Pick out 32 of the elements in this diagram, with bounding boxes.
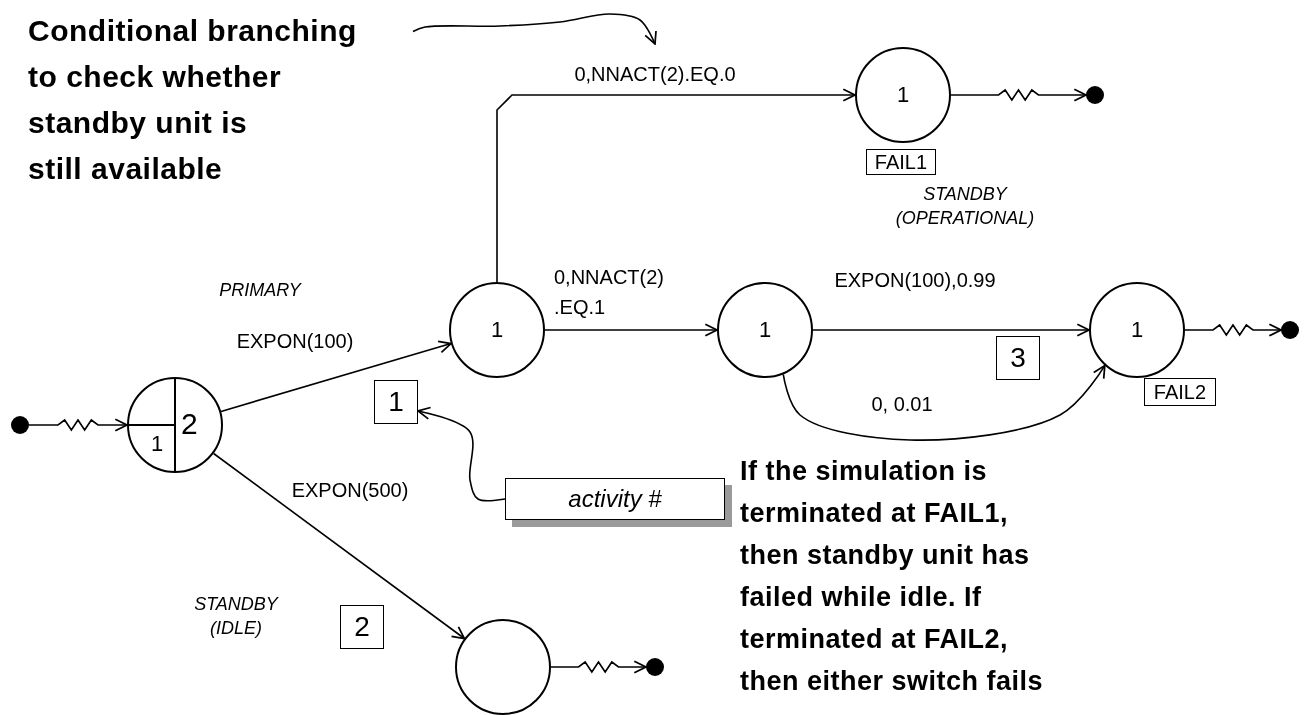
arrow: [550, 660, 647, 674]
arrow: [220, 340, 452, 413]
role-label: STANDBY (OPERATIONAL): [894, 183, 1036, 230]
node-circle: 1: [449, 282, 545, 378]
annotation-note: Conditional branching to check whether standby unit is still available: [28, 8, 413, 200]
leader-arrow: [412, 13, 657, 45]
role-label: PRIMARY: [218, 279, 303, 302]
arrow: [1184, 323, 1282, 337]
node-circle: 1: [1089, 282, 1185, 378]
arrow: [28, 418, 128, 432]
node-circle: 1: [717, 282, 813, 378]
arrow: [782, 364, 1106, 441]
arrow: [496, 88, 856, 283]
edge-label: 0,NNACT(2) .EQ.1: [553, 265, 665, 320]
terminal-dot: [1086, 86, 1104, 104]
terminal-dot: [1281, 321, 1299, 339]
activity-number-box: 2: [340, 605, 384, 649]
end-node-tag: FAIL1: [866, 149, 936, 175]
arrow: [950, 88, 1087, 102]
arrow: [544, 323, 718, 337]
end-node-tag: FAIL2: [1144, 378, 1216, 406]
split-node-circle: 1 2: [127, 377, 223, 473]
node-circle: 1: [855, 47, 951, 143]
role-label: STANDBY (IDLE): [193, 593, 280, 640]
terminal-dot: [646, 658, 664, 676]
terminal-dot: [11, 416, 29, 434]
arrow: [212, 452, 466, 640]
explanation-note: If the simulation is terminated at FAIL1, then standby unit has failed while idle. If terminated at FAIL2, then either switch fails: [740, 455, 1045, 698]
activity-number-box: 1: [374, 380, 418, 424]
activity-number-box: 3: [996, 336, 1040, 380]
arrow: [417, 406, 506, 502]
arrow: [812, 323, 1090, 337]
